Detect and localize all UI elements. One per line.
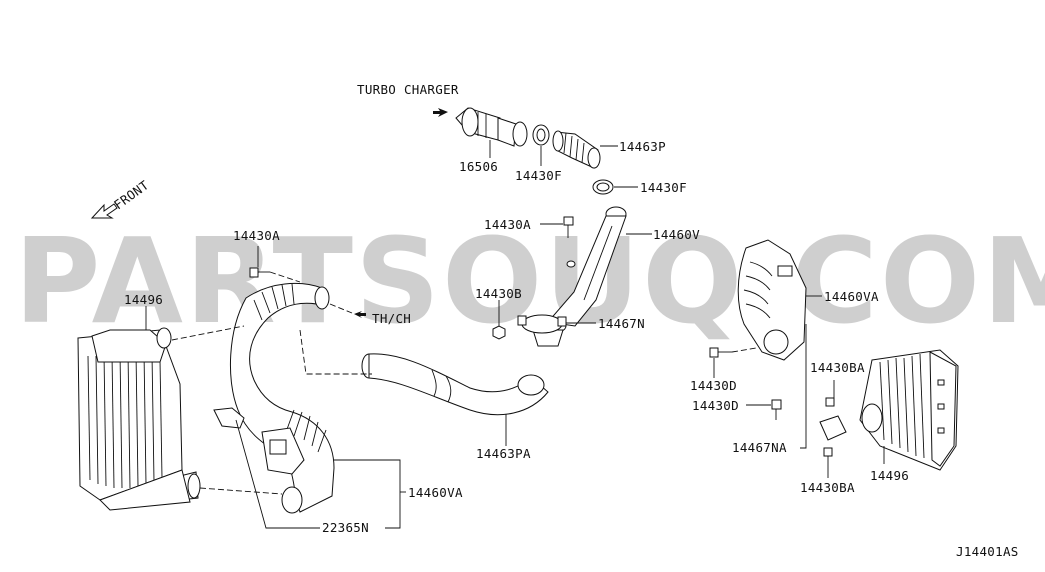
diagram-code: J14401AS (956, 544, 1019, 559)
callout-14460VA-bottom: 14460VA (408, 485, 463, 500)
leader-14460VA-bottom (334, 459, 401, 529)
callout-14430D-a: 14430D (690, 378, 737, 393)
callout-14463PA: 14463PA (476, 446, 531, 461)
callout-14430A-left: 14430A (233, 228, 280, 243)
part-14463PA-hose (361, 353, 549, 416)
part-14430A-bolt-left (249, 267, 270, 278)
callout-14496-right: 14496 (870, 468, 909, 483)
callout-14460VA-right: 14460VA (824, 289, 879, 304)
part-14460VA-duct-right (737, 239, 807, 361)
callout-14430D-b: 14430D (692, 398, 739, 413)
part-14467N-clamp (517, 314, 567, 334)
part-14430BA-clip-a (825, 397, 835, 407)
part-14430BA-clip-b (823, 447, 833, 457)
turbo-charger-arrow (433, 108, 448, 117)
part-14430D-bolt-a (709, 347, 732, 358)
leader-22365N (235, 419, 320, 529)
callout-16506: 16506 (459, 159, 498, 174)
part-14460VA-duct-left (230, 282, 335, 514)
callout-14430A-top: 14430A (484, 217, 531, 232)
callout-14430B: 14430B (475, 286, 522, 301)
dash-th-ch (329, 303, 353, 314)
callout-14467NA: 14467NA (732, 440, 787, 455)
front-arrow-icon (90, 203, 118, 219)
th-ch-label: TH/CH (372, 311, 411, 326)
callout-14463P: 14463P (619, 139, 666, 154)
part-14496-intercooler-right (859, 349, 959, 471)
callout-14430BA-a: 14430BA (810, 360, 865, 375)
part-14467NA-clamp (819, 415, 847, 441)
front-label: FRONT (111, 177, 152, 212)
dash-14463PA (299, 329, 372, 375)
part-14430A-bolt-top (563, 216, 574, 238)
part-14430D-bolt-b (771, 399, 782, 420)
dash-intercooler-top (171, 325, 245, 341)
callout-14430F-b: 14430F (640, 180, 687, 195)
part-14430F-clamp-upper (532, 124, 550, 146)
callout-14430BA-b: 14430BA (800, 480, 855, 495)
callout-14496-left: 14496 (124, 292, 163, 307)
th-ch-arrow (354, 311, 366, 318)
part-16506-connector (455, 107, 528, 147)
leader-14467NA (800, 324, 807, 449)
part-14496-intercooler-left (77, 327, 201, 511)
part-22365N-sensor-bracket (213, 407, 305, 475)
callout-14430F-a: 14430F (515, 168, 562, 183)
callout-14460V: 14460V (653, 227, 700, 242)
callout-22365N: 22365N (322, 520, 369, 535)
part-14463P-hose (552, 130, 601, 169)
part-14430F-clamp-lower (592, 179, 614, 195)
turbo-charger-label: TURBO CHARGER (357, 82, 459, 97)
dash-14430D-a (731, 347, 757, 353)
dash-intercooler-bottom (199, 487, 283, 495)
part-14430B-nut (492, 325, 506, 340)
callout-14467N: 14467N (598, 316, 645, 331)
dash-bolt-left (269, 271, 301, 283)
